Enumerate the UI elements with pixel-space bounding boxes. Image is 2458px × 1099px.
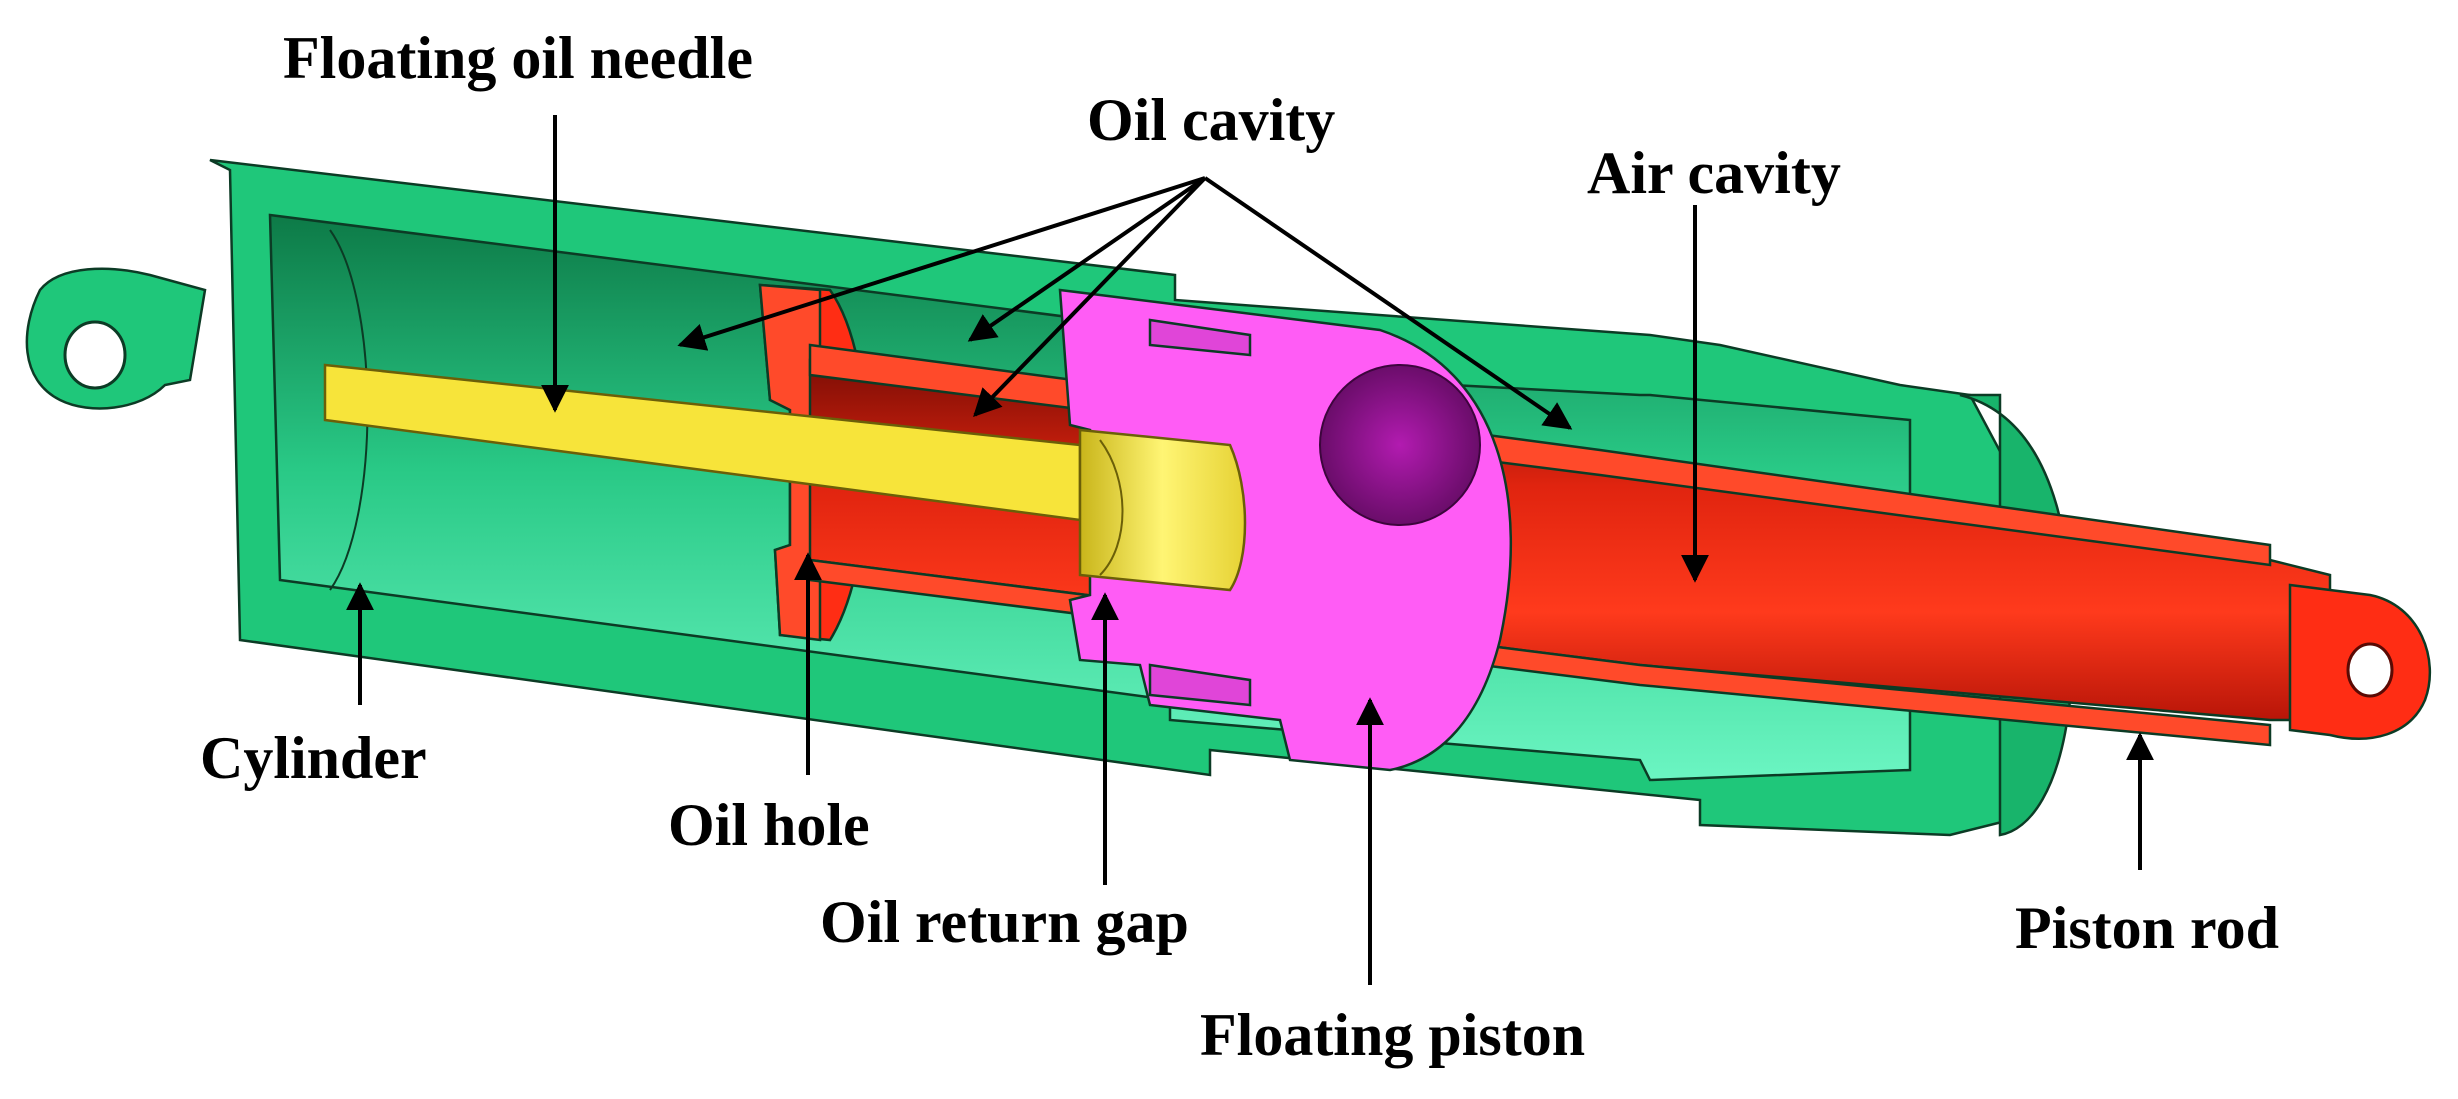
label-air-cavity: Air cavity [1587, 140, 1841, 206]
leader-oil-cavity-4 [1203, 176, 1573, 430]
floating-piston [1058, 288, 1513, 772]
leader-oil-cavity-3 [973, 176, 1207, 418]
leader-oil-cavity-1 [677, 176, 1206, 351]
label-cylinder: Cylinder [200, 725, 427, 791]
leader-lines [346, 115, 2154, 985]
label-floating-oil-needle: Floating oil needle [283, 25, 753, 91]
label-oil-hole: Oil hole [668, 792, 870, 858]
leader-oil-cavity-2 [967, 176, 1207, 342]
floating-oil-needle [323, 363, 1247, 592]
label-floating-piston: Floating piston [1200, 1002, 1585, 1068]
label-oil-return-gap: Oil return gap [820, 889, 1189, 955]
labels: Floating oil needle Oil cavity Air cavit… [200, 25, 2279, 1068]
label-piston-rod: Piston rod [2015, 895, 2279, 961]
label-oil-cavity: Oil cavity [1087, 87, 1335, 153]
